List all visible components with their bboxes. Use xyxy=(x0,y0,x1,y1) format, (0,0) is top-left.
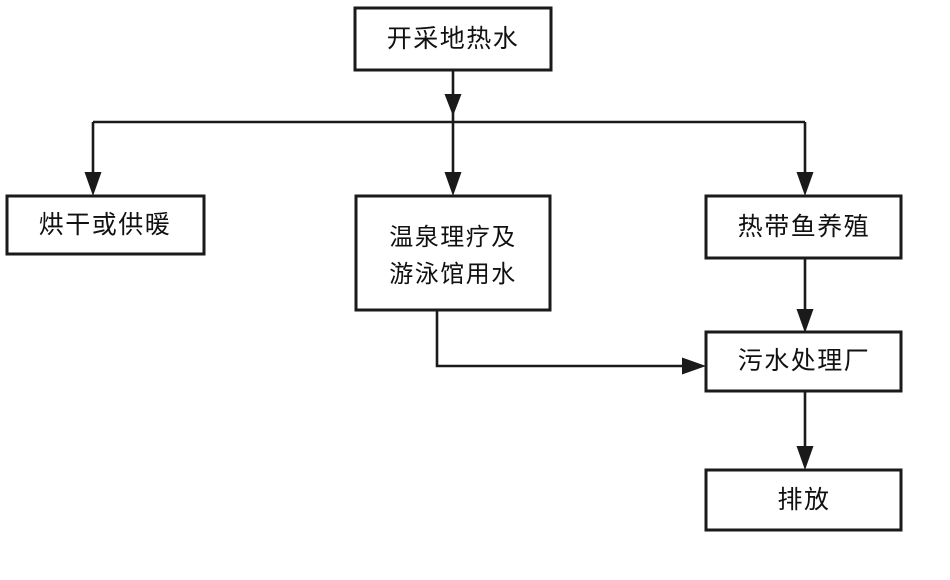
node-source[interactable]: 开采地热水 xyxy=(353,6,553,72)
node-treatment-label: 污水处理厂 xyxy=(738,346,871,375)
connector-layer xyxy=(84,70,814,470)
node-drying[interactable]: 烘干或供暖 xyxy=(5,194,206,256)
edge-bus-to-drying xyxy=(84,122,102,196)
node-source-box[interactable] xyxy=(353,6,553,72)
node-drying-box[interactable] xyxy=(5,194,206,256)
node-discharge[interactable]: 排放 xyxy=(704,468,903,532)
node-spa-label-line-1: 温泉理疗及 xyxy=(389,223,517,251)
edge-source-to-bus xyxy=(444,70,462,116)
edge-bus-to-spa xyxy=(444,122,462,196)
node-source-label: 开采地热水 xyxy=(387,24,520,53)
node-treatment-box[interactable] xyxy=(704,330,903,393)
edge-fishfarm-to-treatment xyxy=(796,258,814,333)
edge-bus-to-fishfarm xyxy=(796,122,814,196)
node-spa-label-line-2: 游泳馆用水 xyxy=(389,260,517,288)
node-treatment[interactable]: 污水处理厂 xyxy=(704,330,903,393)
node-discharge-box[interactable] xyxy=(704,468,903,532)
node-fishfarm-box[interactable] xyxy=(704,194,903,260)
edge-spa-to-treatment xyxy=(435,310,706,375)
node-fishfarm[interactable]: 热带鱼养殖 xyxy=(704,194,903,260)
node-drying-label: 烘干或供暖 xyxy=(39,210,172,239)
edge-treatment-to-discharge xyxy=(796,391,814,470)
node-discharge-label: 排放 xyxy=(777,485,830,514)
node-spa-box[interactable] xyxy=(354,194,552,312)
node-spa[interactable]: 温泉理疗及 游泳馆用水 xyxy=(354,194,552,312)
node-fishfarm-label: 热带鱼养殖 xyxy=(738,212,871,241)
node-layer: 开采地热水 烘干或供暖 温泉理疗及 游泳馆用水 热带鱼养殖 污水处理厂 xyxy=(5,6,903,532)
